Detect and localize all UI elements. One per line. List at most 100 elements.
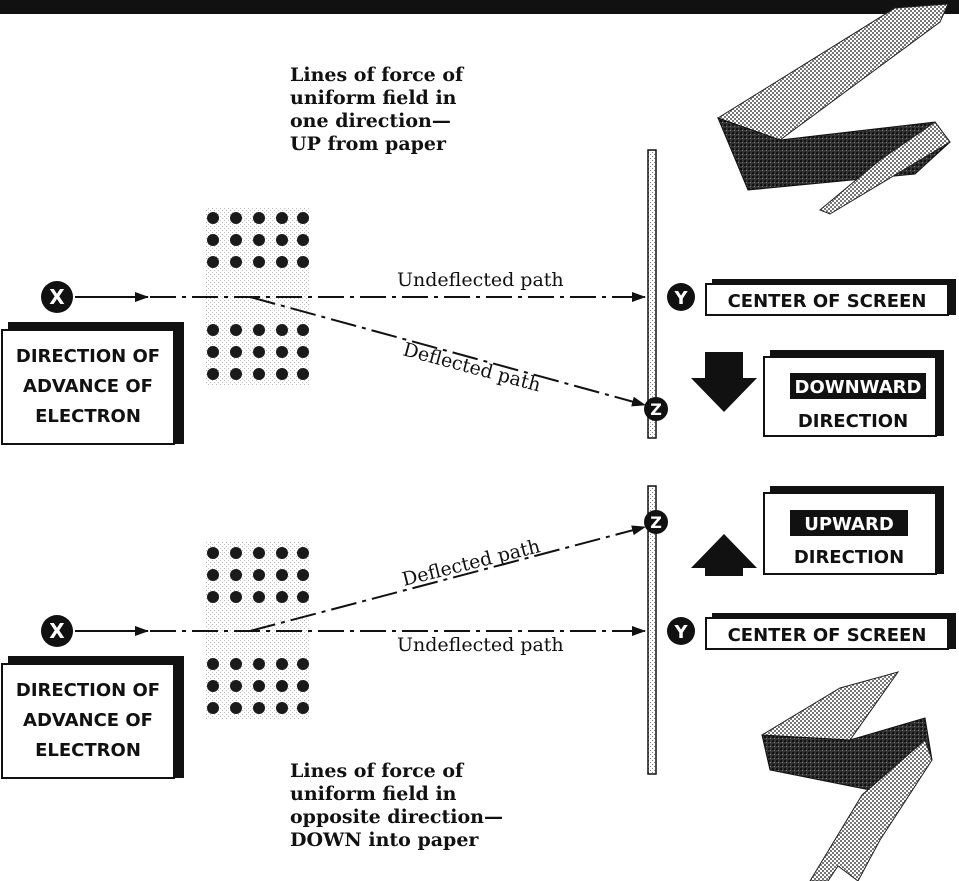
field-line-dot <box>207 234 219 246</box>
field-line-dot <box>297 680 309 692</box>
field-line-dot <box>253 256 265 268</box>
field-line-dot <box>207 324 219 336</box>
svg-text:ELECTRON: ELECTRON <box>35 740 141 761</box>
field-line-dot <box>230 234 242 246</box>
field-caption-bottom-line-4: DOWN into paper <box>290 829 479 851</box>
field-line-dot <box>230 680 242 692</box>
up-arrow-icon <box>691 534 757 576</box>
screen-bottom <box>647 485 657 775</box>
field-line-dot <box>276 658 288 670</box>
field-caption-top: Lines of force of uniform field in one d… <box>290 64 463 156</box>
field-line-dot <box>297 591 309 603</box>
field-line-dot <box>253 591 265 603</box>
field-line-dot <box>276 324 288 336</box>
svg-text:DIRECTION OF: DIRECTION OF <box>16 346 160 367</box>
field-line-dot <box>230 324 242 336</box>
field-line-dot <box>230 547 242 559</box>
field-line-dot <box>253 346 265 358</box>
field-line-dot <box>207 212 219 224</box>
field-line-dot <box>253 569 265 581</box>
field-line-dot <box>207 702 219 714</box>
field-line-dot <box>297 256 309 268</box>
field-caption-bottom-line-2: uniform field in <box>290 783 457 805</box>
field-line-dot <box>230 256 242 268</box>
field-line-dot <box>297 658 309 670</box>
deflected-path-bottom <box>249 525 646 632</box>
field-line-dot <box>297 212 309 224</box>
direction-text-top: DIRECTION <box>798 411 908 432</box>
source-marker-x-bottom: X <box>41 615 73 647</box>
field-line-dot <box>253 547 265 559</box>
source-box-bottom: DIRECTION OF ADVANCE OF ELECTRON <box>1 656 184 779</box>
deflected-label-bottom: Deflected path <box>400 535 543 591</box>
svg-text:ADVANCE OF: ADVANCE OF <box>23 710 153 731</box>
field-line-dot <box>276 256 288 268</box>
svg-text:CENTER OF SCREEN: CENTER OF SCREEN <box>728 625 927 646</box>
field-line-dot <box>276 702 288 714</box>
screen-center-marker-y-bottom: Y <box>667 617 695 645</box>
field-caption-bottom-line-1: Lines of force of <box>290 760 464 782</box>
field-caption-top-line-2: uniform field in <box>290 87 457 109</box>
field-caption-bottom: Lines of force of uniform field in oppos… <box>290 760 503 852</box>
field-line-dot <box>276 680 288 692</box>
decorative-ribbon-bottom <box>761 671 933 881</box>
field-line-dot <box>207 346 219 358</box>
field-caption-top-line-3: one direction— <box>290 110 451 132</box>
center-of-screen-box-bottom: CENTER OF SCREEN <box>705 613 956 650</box>
undeflected-label-bottom: Undeflected path <box>397 634 564 656</box>
source-box-top: DIRECTION OF ADVANCE OF ELECTRON <box>1 322 184 445</box>
field-line-dot <box>276 368 288 380</box>
field-line-dot <box>276 569 288 581</box>
field-line-dot <box>253 324 265 336</box>
svg-text:Y: Y <box>673 622 688 643</box>
field-line-dot <box>253 234 265 246</box>
field-line-dot <box>230 569 242 581</box>
field-caption-top-line-4: UP from paper <box>290 133 447 155</box>
field-line-dot <box>276 547 288 559</box>
field-line-dot <box>230 658 242 670</box>
field-line-dot <box>230 591 242 603</box>
direction-highlight-bottom: UPWARD <box>804 514 894 535</box>
svg-text:Z: Z <box>650 400 662 419</box>
decorative-ribbon-top <box>716 3 951 215</box>
field-line-dot <box>207 368 219 380</box>
field-line-dot <box>253 658 265 670</box>
field-line-dot <box>207 680 219 692</box>
svg-text:ADVANCE OF: ADVANCE OF <box>23 376 153 397</box>
field-line-dot <box>207 591 219 603</box>
field-line-dot <box>253 368 265 380</box>
field-line-dot <box>253 212 265 224</box>
field-line-dot <box>297 547 309 559</box>
source-marker-x-top: X <box>41 281 73 313</box>
deflected-path-top <box>249 296 646 407</box>
undeflected-label-top: Undeflected path <box>397 269 564 291</box>
field-line-dot <box>297 346 309 358</box>
field-line-dot <box>207 256 219 268</box>
field-caption-top-line-1: Lines of force of <box>290 64 464 86</box>
direction-text-bottom: DIRECTION <box>794 547 904 568</box>
field-line-dot <box>297 702 309 714</box>
field-line-dot <box>230 212 242 224</box>
direction-box-top: DOWNWARD DIRECTION <box>763 350 944 437</box>
direction-highlight-top: DOWNWARD <box>795 377 922 398</box>
svg-text:DIRECTION OF: DIRECTION OF <box>16 680 160 701</box>
field-line-dot <box>253 680 265 692</box>
field-line-dot <box>230 702 242 714</box>
deflect-marker-z-top: Z <box>644 397 668 421</box>
down-arrow-icon <box>691 352 757 412</box>
top-banner <box>0 0 959 14</box>
svg-text:X: X <box>49 619 65 643</box>
field-line-dot <box>276 234 288 246</box>
field-line-dot <box>253 702 265 714</box>
field-line-dot <box>230 346 242 358</box>
field-line-dot <box>297 368 309 380</box>
field-line-dot <box>297 234 309 246</box>
field-line-dot <box>297 324 309 336</box>
direction-box-bottom: UPWARD DIRECTION <box>763 486 944 575</box>
field-caption-bottom-line-3: opposite direction— <box>290 806 503 828</box>
deflected-label-top: Deflected path <box>401 339 543 397</box>
svg-text:CENTER OF SCREEN: CENTER OF SCREEN <box>728 291 927 312</box>
svg-text:X: X <box>49 285 65 309</box>
